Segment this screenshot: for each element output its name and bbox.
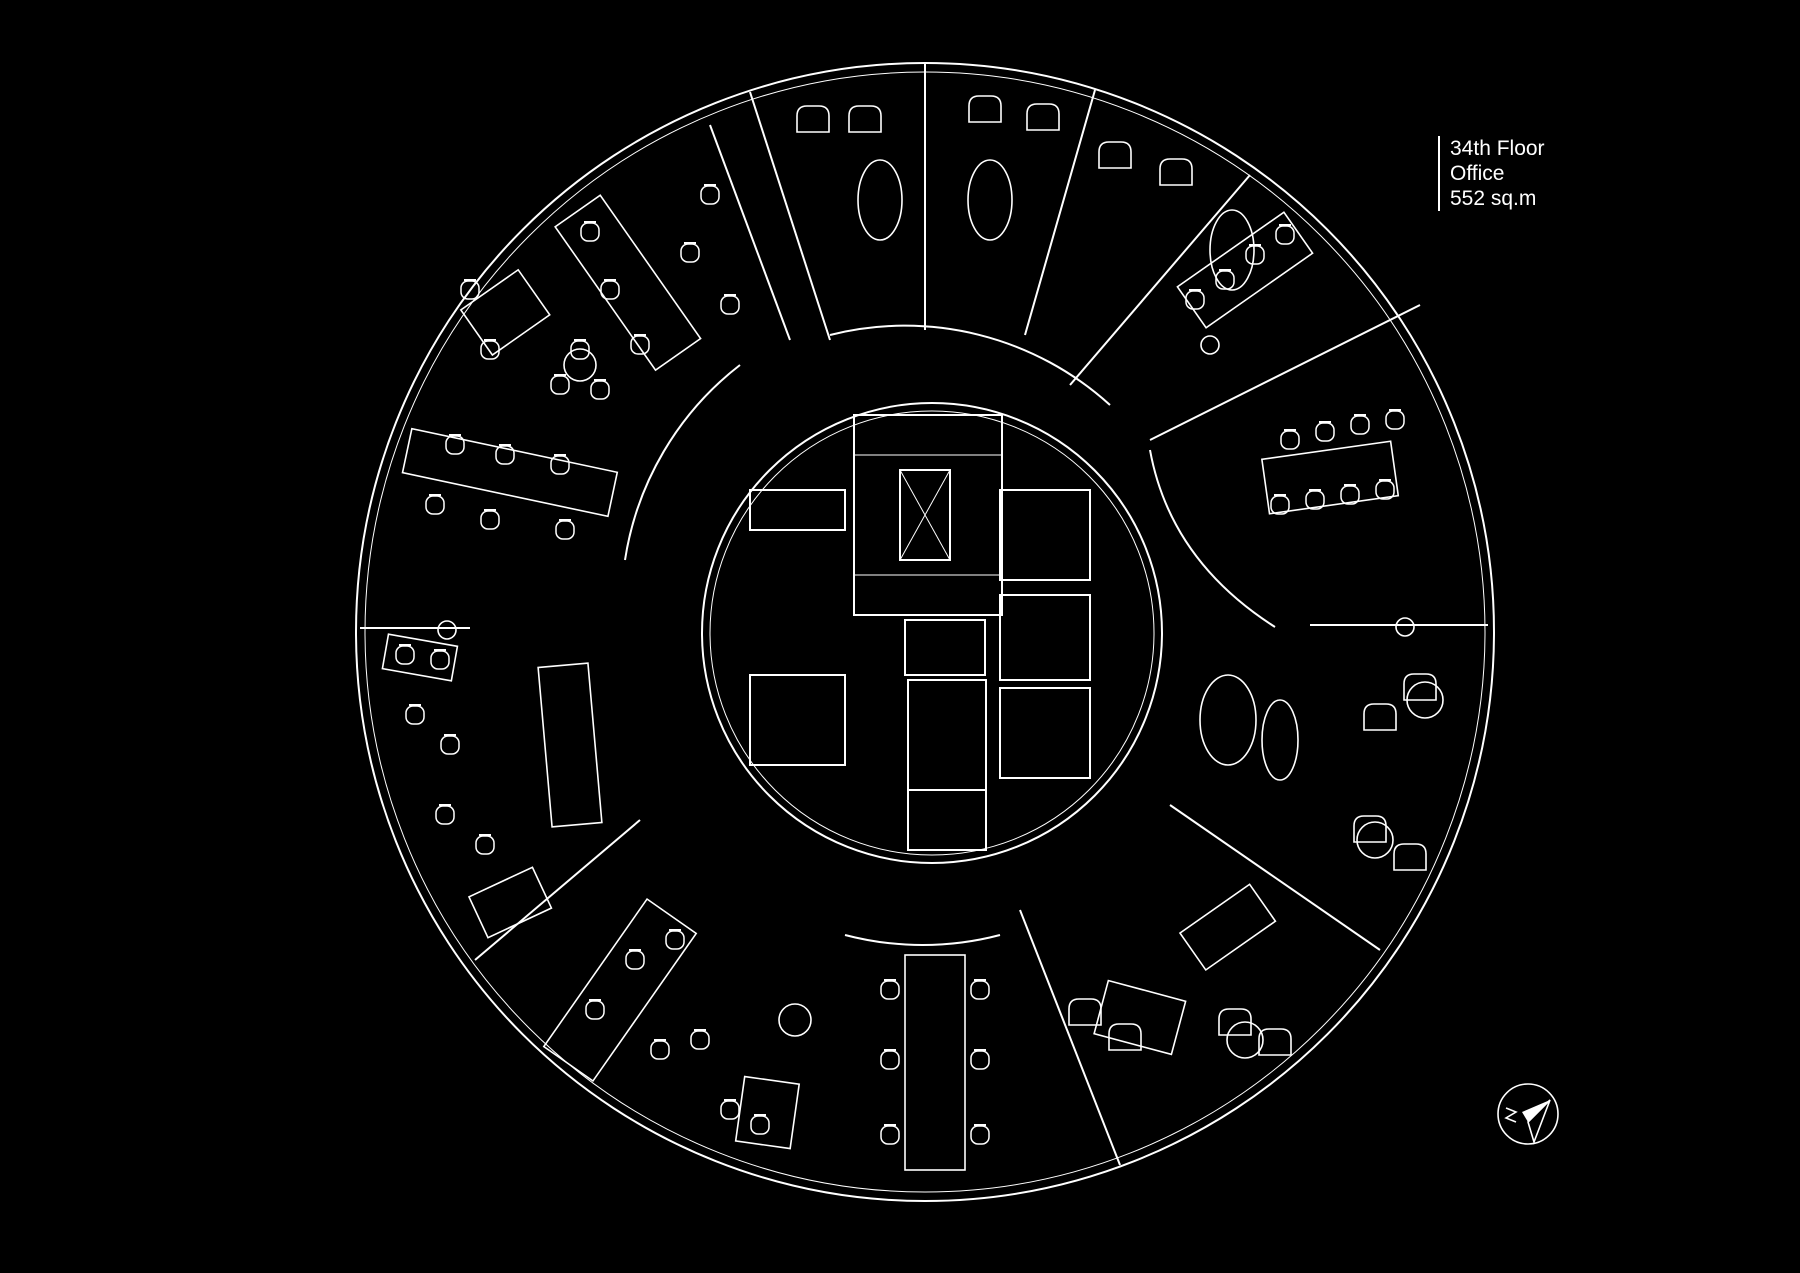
floor-info-label: 34th Floor Office 552 sq.m bbox=[1438, 136, 1545, 211]
floor-name: 34th Floor bbox=[1450, 137, 1545, 160]
workstations bbox=[381, 194, 1400, 1171]
corridor-walls bbox=[624, 324, 1111, 946]
round-tables bbox=[437, 335, 1444, 1059]
building-core bbox=[701, 402, 1163, 864]
floor-use: Office bbox=[1450, 162, 1505, 185]
lounge-seating bbox=[796, 95, 1437, 1056]
floor-area: 552 sq.m bbox=[1450, 187, 1537, 210]
room-partitions bbox=[360, 64, 1488, 1166]
north-arrow-icon bbox=[1497, 1083, 1559, 1145]
chairs bbox=[395, 184, 1405, 1145]
